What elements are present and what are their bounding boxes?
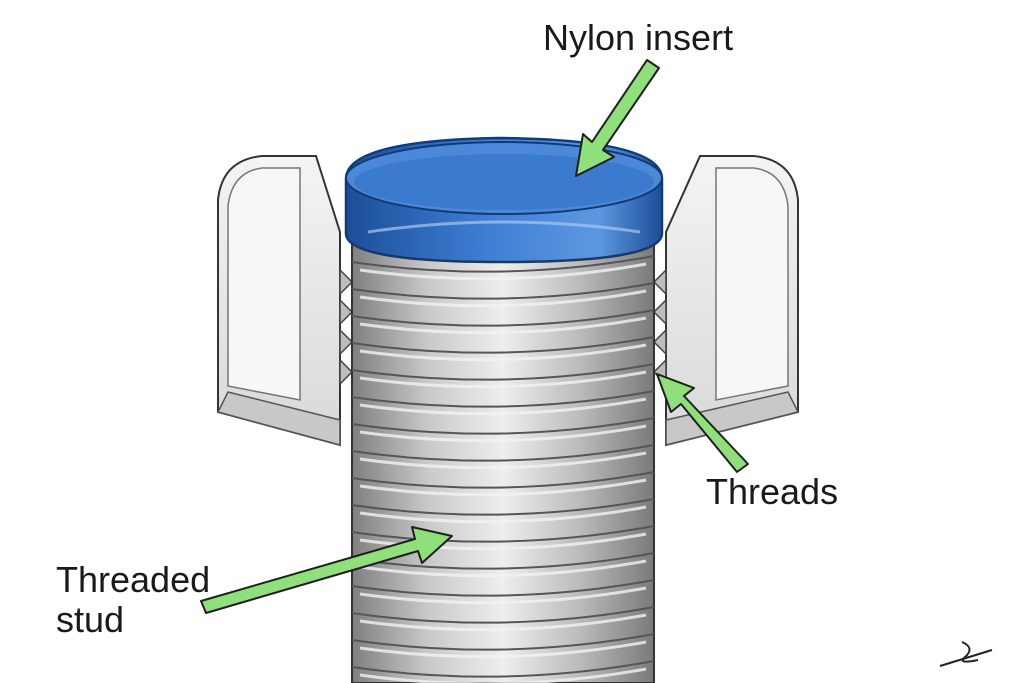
stud-thread-lines xyxy=(351,255,655,683)
stud-thread-highlight xyxy=(359,370,647,389)
stud-thread-highlight xyxy=(359,640,647,659)
stud-thread-crest xyxy=(351,444,655,462)
nut-left-half xyxy=(216,155,341,447)
threaded-stud xyxy=(351,229,655,683)
artist-signature xyxy=(939,641,993,667)
stud-thread-highlight xyxy=(359,343,647,362)
stud-thread-highlight xyxy=(359,613,647,632)
stud-thread-crest xyxy=(351,363,655,381)
stud-thread-highlight xyxy=(359,478,647,497)
threaded-stud-label-line1: Threaded xyxy=(56,559,211,600)
stud-thread-crest xyxy=(351,498,655,516)
stud-thread-crest xyxy=(351,633,655,651)
stud-thread-highlight xyxy=(359,424,647,443)
stud-thread-crest xyxy=(351,309,655,327)
arrow-to-nylon-insert xyxy=(575,59,660,177)
threaded-stud-label-line2: stud xyxy=(56,599,125,640)
nylon-insert-label: Nylon insert xyxy=(543,17,734,58)
stud-thread-crest xyxy=(351,606,655,624)
nut-right-half xyxy=(665,155,800,447)
stud-thread-highlight xyxy=(359,559,647,578)
stud-thread-crest xyxy=(351,660,655,678)
stud-thread-highlight xyxy=(359,505,647,524)
arrow-to-threads xyxy=(656,373,749,473)
stud-thread-highlight xyxy=(359,586,647,605)
stud-thread-crest xyxy=(351,525,655,543)
stud-thread-crest xyxy=(351,255,655,273)
stud-thread-crest xyxy=(351,336,655,354)
stud-thread-crest xyxy=(351,390,655,408)
stud-thread-highlight xyxy=(359,289,647,308)
stud-thread-crest xyxy=(351,471,655,489)
stud-thread-crest xyxy=(351,579,655,597)
stud-thread-highlight xyxy=(359,262,647,281)
stud-thread-crest xyxy=(351,417,655,435)
stud-thread-highlight xyxy=(359,397,647,416)
stud-thread-crest xyxy=(351,552,655,570)
threads-label: Threads xyxy=(706,471,839,512)
threaded-stud-label: Threaded stud xyxy=(56,560,210,640)
arrow-to-threaded-stud xyxy=(200,526,453,614)
stud-thread-highlight xyxy=(359,451,647,470)
stud-thread-highlight xyxy=(359,667,647,683)
stud-thread-highlight xyxy=(359,316,647,335)
stud-thread-crest xyxy=(351,282,655,300)
